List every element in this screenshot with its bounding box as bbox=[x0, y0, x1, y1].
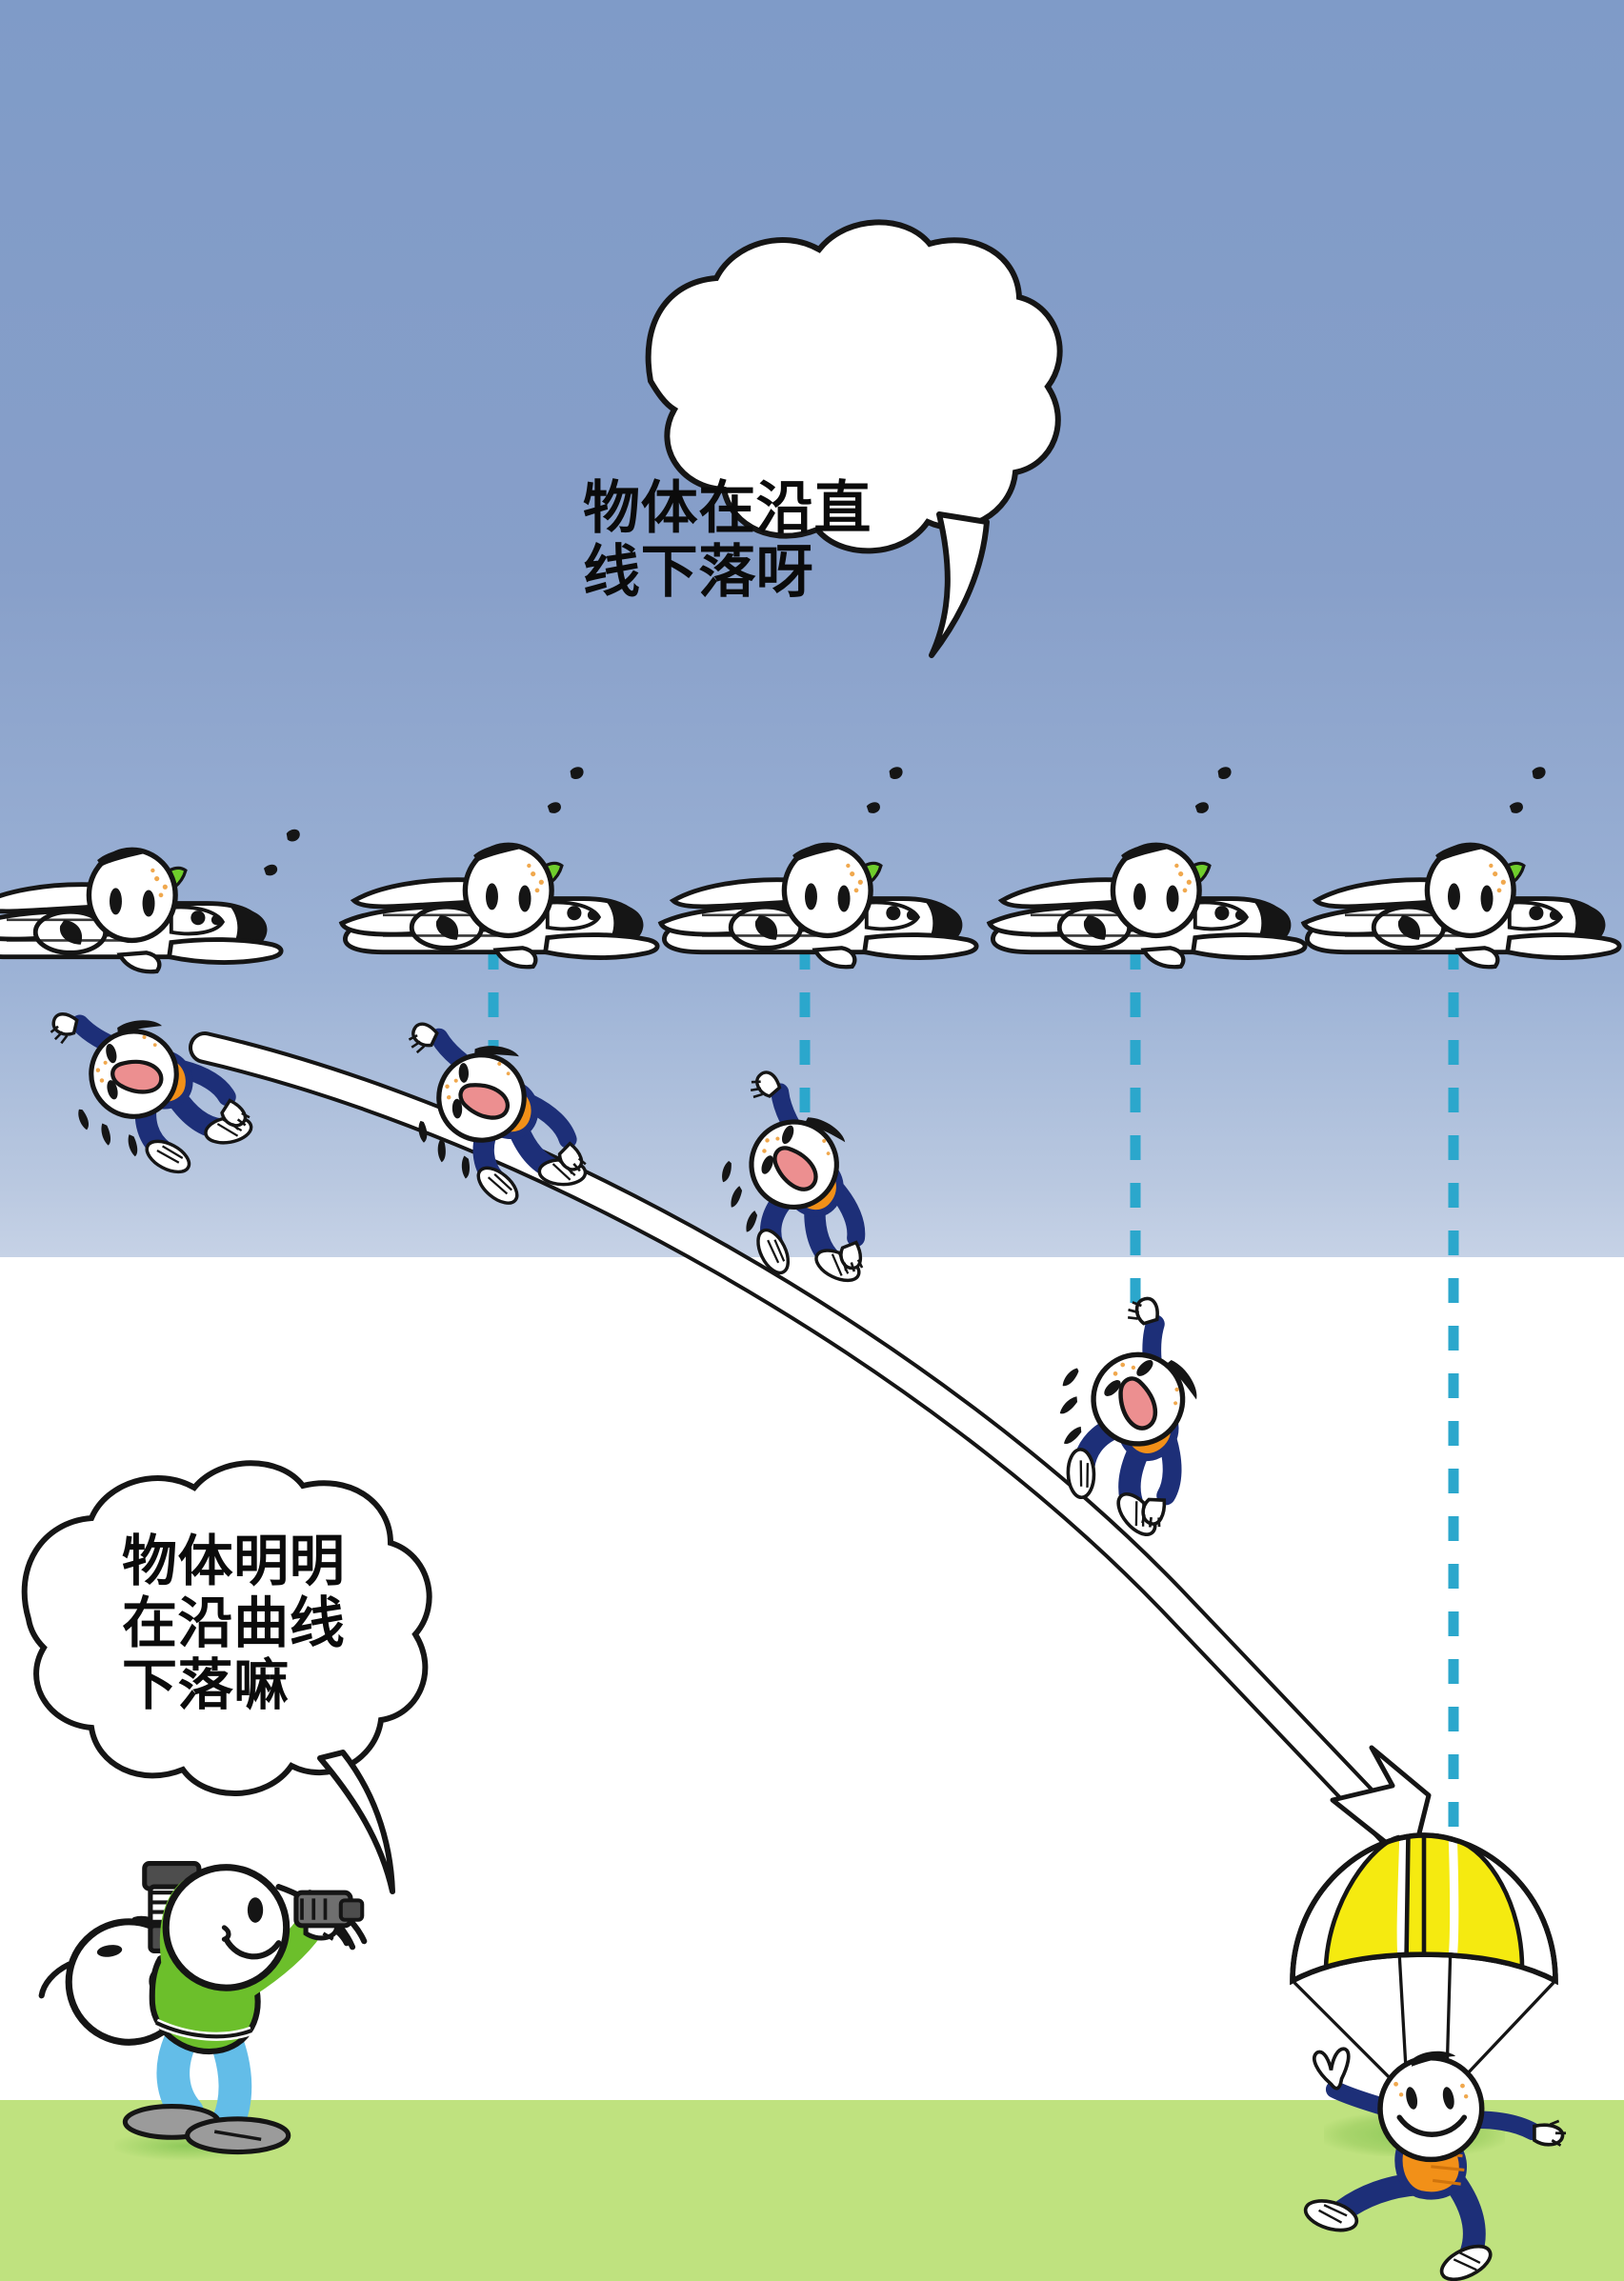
vertical-drop-lines bbox=[488, 945, 1459, 1867]
lower-speech-bubble bbox=[21, 1460, 432, 1894]
airplane-4 bbox=[990, 767, 1305, 967]
upper-bubble-tail bbox=[929, 511, 990, 658]
photographer bbox=[122, 1864, 365, 2155]
lower-bubble-tail bbox=[317, 1750, 395, 1894]
skydiver-4 bbox=[1007, 1293, 1244, 1561]
lower-bubble-text: 物体明明 在沿曲线 下落嘛 bbox=[122, 1531, 346, 1716]
upper-speech-bubble bbox=[645, 219, 1063, 658]
upper-bubble-text: 物体在沿直 线下落呀 bbox=[583, 476, 872, 605]
ground-observers bbox=[38, 1861, 368, 2155]
airplane-3 bbox=[661, 767, 976, 967]
parachutist-landing bbox=[1293, 1835, 1566, 2281]
sky-background bbox=[0, 0, 1624, 1257]
airplane-2 bbox=[342, 767, 657, 967]
handheld-camera-icon bbox=[293, 1890, 365, 1929]
airplane-5 bbox=[1304, 767, 1619, 967]
skydiver-1 bbox=[37, 1010, 264, 1185]
airplane-1 bbox=[0, 829, 300, 971]
